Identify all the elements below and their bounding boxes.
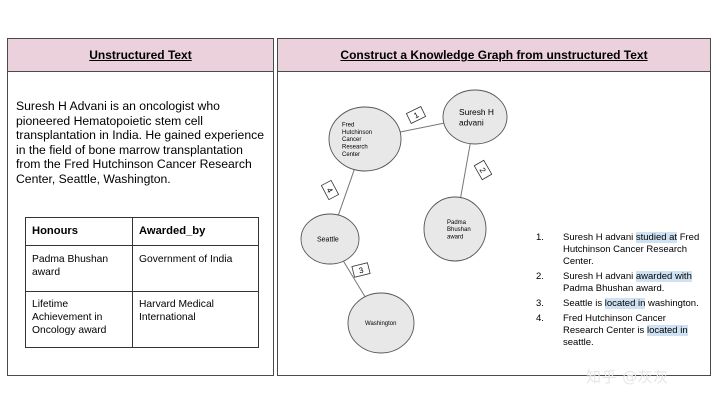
unstructured-text-panel: Unstructured Text Suresh H Advani is an … [7, 38, 274, 376]
triple-relation: studied at [635, 232, 678, 243]
node-ellipse [442, 89, 508, 145]
triples-list: 1. Suresh H advani studied at Fred Hutch… [536, 232, 706, 352]
node-label: Fred [342, 122, 354, 128]
list-item: 2. Suresh H advani awarded with Padma Bh… [536, 271, 706, 295]
edge-suresh-padma [459, 143, 471, 199]
node-label: Washington [365, 321, 396, 327]
triple-relation: awarded with [635, 271, 692, 282]
edge-label-1: 1 [405, 106, 427, 124]
right-panel-header: Construct a Knowledge Graph from unstruc… [278, 39, 710, 72]
triple-subject: Suresh H advani [563, 232, 636, 243]
triple-object: washington. [645, 298, 699, 309]
node-label: advani [459, 117, 484, 127]
edge-label-box [405, 106, 427, 124]
triple-number: 3. [536, 298, 544, 309]
table-row: Padma Bhushan award Government of India [25, 245, 259, 292]
right-panel-title: Construct a Knowledge Graph from unstruc… [340, 48, 648, 62]
triple-subject: Fred Hutchinson Cancer Research Center i… [563, 313, 666, 336]
left-panel-header: Unstructured Text [8, 39, 273, 72]
triple-relation: located in [604, 298, 646, 309]
triple-text: Seattle is located in washington. [563, 298, 706, 310]
edge-label-text: 4 [325, 186, 335, 195]
node-ellipse [300, 213, 360, 265]
node-seattle: Seattle [300, 213, 360, 265]
triple-subject: Seattle is [563, 298, 605, 309]
table-cell: Harvard Medical International [132, 291, 259, 348]
triple-text: Suresh H advani studied at Fred Hutchins… [563, 232, 706, 268]
table-cell: Padma Bhushan award [25, 245, 133, 292]
node-label: Seattle [317, 237, 339, 244]
edge-label-text: 1 [412, 110, 420, 120]
list-item: 1. Suresh H advani studied at Fred Hutch… [536, 232, 706, 268]
edge-label-box [351, 262, 371, 278]
edge-label-2: 2 [473, 159, 493, 181]
triple-subject: Suresh H advani [563, 271, 636, 282]
table-header-row: Honours Awarded_by [25, 217, 259, 246]
table-cell: Lifetime Achievement in Oncology award [25, 291, 133, 348]
honours-table: Honours Awarded_by Padma Bhushan award G… [25, 217, 259, 348]
node-label: Research [342, 145, 368, 151]
node-label: Bhushan [447, 227, 471, 233]
edge-label-box [320, 179, 340, 201]
node-label: Center [342, 152, 360, 158]
node-washington: Washington [347, 292, 415, 354]
node-label: Cancer [342, 137, 361, 143]
triple-object: Padma Bhushan award. [563, 283, 665, 294]
node-ellipse [347, 292, 415, 354]
triple-number: 2. [536, 271, 544, 282]
table-cell: Government of India [132, 245, 259, 292]
triple-number: 1. [536, 232, 544, 243]
graph-edges: 1 2 3 4 [320, 106, 493, 298]
knowledge-graph-panel: Construct a Knowledge Graph from unstruc… [277, 38, 711, 376]
edge-label-text: 2 [478, 166, 488, 175]
edge-suresh-fred [396, 121, 449, 134]
triple-relation: located in [646, 325, 688, 336]
node-label: Padma [447, 220, 467, 226]
list-item: 4. Fred Hutchinson Cancer Research Cente… [536, 313, 706, 349]
triple-object: Fred Hutchinson Cancer Research Center. [563, 232, 700, 267]
watermark: 知乎 @灰灰 [586, 368, 669, 386]
node-label: Suresh H [459, 107, 494, 117]
list-item: 3. Seattle is located in washington. [536, 298, 706, 310]
source-paragraph: Suresh H Advani is an oncologist who pio… [16, 99, 264, 186]
triple-text: Suresh H advani awarded with Padma Bhush… [563, 271, 706, 295]
node-label: award [447, 235, 463, 241]
node-ellipse [423, 196, 487, 262]
edge-label-4: 4 [320, 179, 340, 201]
edge-seattle-washington [342, 260, 366, 298]
left-panel-title: Unstructured Text [89, 48, 192, 62]
table-row: Lifetime Achievement in Oncology award H… [25, 291, 259, 348]
edge-label-text: 3 [358, 265, 365, 275]
triple-object: seattle. [563, 337, 594, 348]
node-label: Hutchinson [342, 130, 372, 136]
table-header-awarded-by: Awarded_by [132, 217, 259, 246]
table-header-honours: Honours [25, 217, 133, 246]
edge-fred-seattle [337, 169, 355, 216]
triple-number: 4. [536, 313, 544, 324]
edge-label-3: 3 [351, 262, 371, 278]
edge-label-box [473, 159, 493, 181]
triple-text: Fred Hutchinson Cancer Research Center i… [563, 313, 706, 349]
node-ellipse [328, 106, 402, 172]
